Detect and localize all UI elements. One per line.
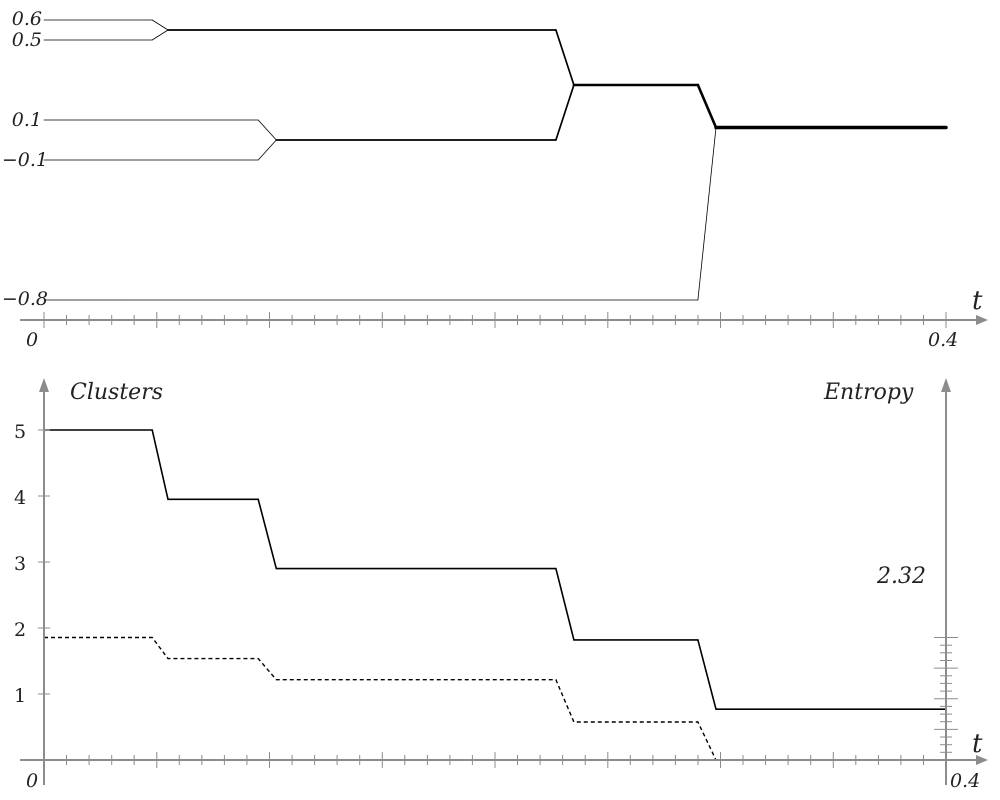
trajectory-lines — [43, 19, 948, 301]
top-x-tick-label-0: 0 — [26, 329, 38, 351]
top-y-label-3: −0.1 — [2, 149, 48, 171]
top-y-label-4: −0.8 — [2, 288, 48, 310]
top-x-axis-arrow — [976, 315, 988, 325]
trajectory-2-segment-1 — [257, 119, 277, 141]
clusters-axis-arrow — [39, 378, 49, 392]
entropy-axis-arrow — [941, 378, 951, 392]
bottom-y-tick-labels: 1 2 3 4 5 — [14, 421, 26, 707]
clusters-series — [44, 429, 946, 710]
top-y-label-0: 0.6 — [12, 8, 42, 30]
trajectory-1-segment-1 — [151, 29, 169, 41]
clusters-tick-3: 3 — [14, 553, 26, 575]
entropy-tick-label: 2.32 — [876, 564, 926, 589]
top-y-label-1: 0.5 — [12, 29, 42, 51]
trajectory-0-segment-1 — [151, 19, 169, 31]
trajectory-0-segment-5 — [696, 83, 718, 129]
trajectory-4-segment-1 — [697, 127, 717, 301]
clusters-entropy-chart: Clusters Entropy 1 2 3 4 5 2.32 t 0 0.4 — [14, 378, 988, 792]
top-x-axis-label: t — [972, 286, 983, 316]
trajectory-0-segment-3 — [555, 29, 575, 86]
clusters-tick-5: 5 — [14, 421, 26, 443]
bottom-x-axis-arrow — [976, 755, 988, 765]
clusters-tick-4: 4 — [14, 487, 26, 509]
top-x-axis — [20, 312, 988, 328]
top-y-tick-labels: 0.6 0.5 0.1 −0.1 −0.8 — [2, 8, 48, 310]
entropy-series — [44, 636, 946, 761]
top-x-tick-label-1: 0.4 — [928, 329, 958, 351]
bottom-x-tick-label-1: 0.4 — [950, 770, 980, 792]
clusters-tick-2: 2 — [14, 619, 26, 641]
trajectory-2-segment-3 — [555, 84, 575, 141]
clusters-entropy-lines — [44, 429, 946, 761]
trajectory-chart: 0.6 0.5 0.1 −0.1 −0.8 t 0 0.4 — [2, 8, 988, 351]
trajectory-3-segment-1 — [257, 139, 277, 161]
bottom-axes — [20, 378, 988, 785]
right-axis-label: Entropy — [823, 380, 914, 405]
clusters-tick-1: 1 — [14, 685, 26, 707]
bottom-x-tick-label-0: 0 — [26, 770, 38, 792]
bottom-x-axis-label: t — [972, 729, 983, 759]
left-axis-label: Clusters — [70, 380, 163, 405]
top-y-label-2: 0.1 — [12, 109, 42, 131]
